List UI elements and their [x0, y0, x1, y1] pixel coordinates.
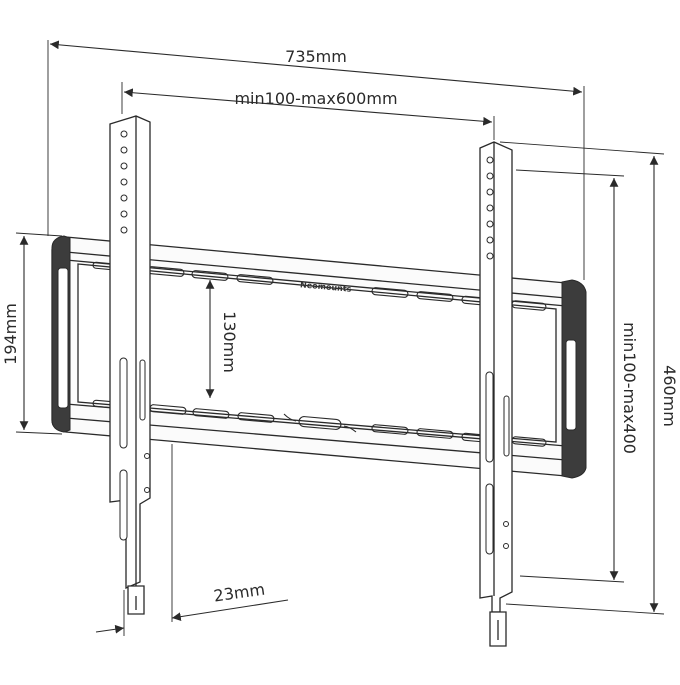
vesa-vertical-label: min100-max400: [620, 322, 639, 454]
overall-width-label: 735mm: [285, 47, 347, 66]
top-rail-slots: [92, 261, 547, 311]
overall-height-label: 460mm: [660, 365, 679, 427]
right-end-pad: [561, 279, 587, 479]
dimension-arrows: [19, 40, 659, 634]
left-vertical-bracket: [109, 115, 151, 615]
bottom-rail-slots: [92, 399, 547, 447]
rail-spacing-label: 130mm: [220, 311, 239, 373]
right-vertical-bracket: [479, 141, 513, 647]
left-end-pad: [51, 235, 71, 433]
wall-distance-arrow: [95, 624, 125, 634]
vesa-horizontal-label: min100-max600mm: [234, 89, 397, 108]
overall-width-arrow: [49, 40, 583, 96]
frame-height-label: 194mm: [1, 303, 20, 365]
wall-distance-label: 23mm: [212, 580, 266, 606]
brand-logo: Neomounts: [300, 280, 352, 293]
vesa-horizontal-arrow: [123, 88, 493, 126]
wall-plate: [51, 236, 585, 477]
wall-distance-arrow-2: [171, 599, 289, 621]
